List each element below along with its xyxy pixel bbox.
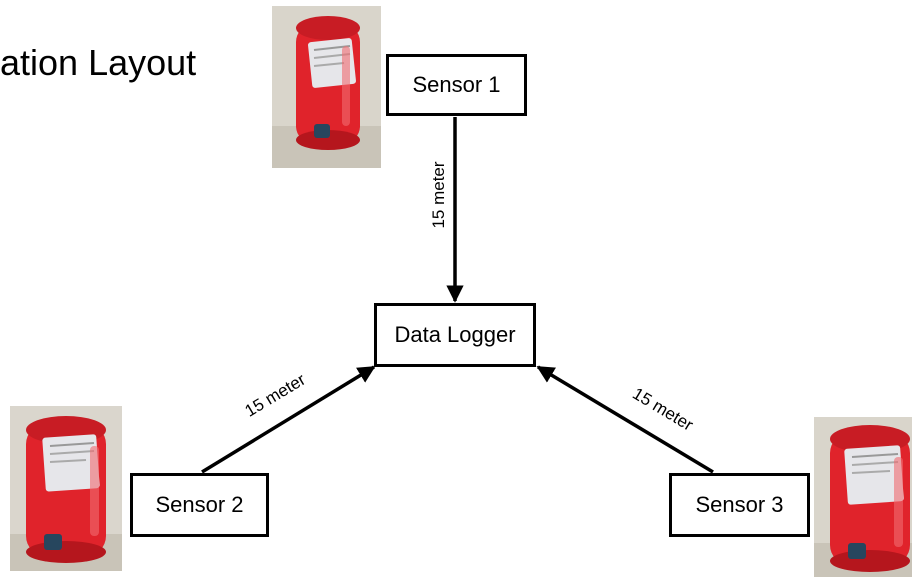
edge-label-sensor1: 15 meter bbox=[429, 161, 448, 228]
sensor-photo-icon bbox=[10, 406, 122, 571]
sensor2-box: Sensor 2 bbox=[130, 473, 269, 537]
sensor-photo-icon bbox=[272, 6, 381, 168]
sensor2-photo bbox=[10, 406, 122, 571]
data-logger-box: Data Logger bbox=[374, 303, 536, 367]
sensor-photo-icon bbox=[814, 417, 912, 577]
sensor1-photo bbox=[272, 6, 381, 168]
slide-title: ation Layout bbox=[0, 42, 197, 83]
sensor3-photo bbox=[814, 417, 912, 577]
sensor3-box: Sensor 3 bbox=[669, 473, 810, 537]
sensor1-box: Sensor 1 bbox=[386, 54, 527, 116]
edge-sensor2-logger bbox=[201, 365, 376, 474]
edge-sensor3-logger bbox=[536, 365, 714, 474]
